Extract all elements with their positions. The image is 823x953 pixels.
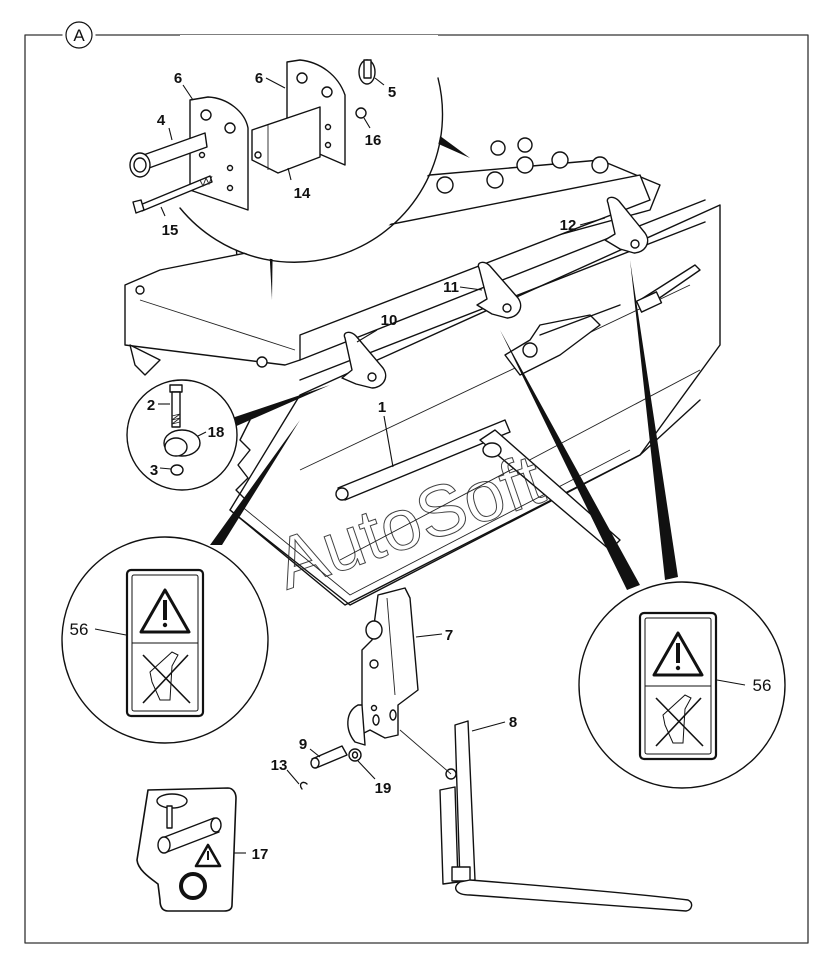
hook-12: [604, 196, 649, 254]
detail-circle-decal-left: 56: [61, 536, 269, 744]
decal-17: 17: [136, 787, 269, 912]
callout-10: 10: [381, 312, 398, 329]
callout-14: 14: [294, 185, 311, 202]
bolt-2: [169, 384, 183, 428]
bracket-14: [251, 106, 321, 174]
detail-circle-decal-right: 56: [578, 581, 786, 789]
fork-tine-8: [439, 720, 693, 912]
callout-7: 7: [445, 627, 453, 644]
callout-56-right: 56: [753, 676, 772, 695]
warning-decal-left: [125, 568, 205, 718]
callout-12: 12: [560, 217, 577, 234]
warning-decal-right: [638, 611, 718, 761]
callout-5: 5: [388, 84, 396, 101]
lynch-pin-5: [358, 59, 376, 85]
callout-18: 18: [208, 424, 225, 441]
exclamation-icon: [163, 600, 167, 620]
callout-8: 8: [509, 714, 517, 731]
callout-2: 2: [147, 397, 155, 414]
callout-11-label: 11: [443, 279, 459, 296]
fork-bracket-7: [354, 587, 419, 739]
callout-15: 15: [162, 222, 179, 239]
callout-6-left: 6: [174, 70, 182, 87]
main-callouts: 10 11 11 12 1: [356, 217, 606, 468]
collar-18: [163, 429, 201, 457]
no-riding-icon: [655, 694, 704, 747]
callout-16: 16: [365, 132, 382, 149]
callout-6-right: 6: [255, 70, 263, 87]
callout-19: 19: [375, 780, 392, 797]
ring-icon: [179, 872, 207, 900]
callout-17: 17: [252, 846, 269, 863]
clip-13: [299, 781, 308, 790]
detail-circle-left: 2 18 3: [126, 379, 238, 491]
nut-3: [170, 464, 184, 476]
pin-storage-decal: [136, 787, 237, 912]
hook-11: [476, 261, 522, 319]
nut-16: [355, 107, 367, 119]
callout-4: 4: [157, 112, 166, 129]
callout-1: 1: [378, 399, 386, 416]
no-riding-icon: [142, 651, 191, 704]
view-label: A: [73, 26, 85, 45]
plate-6-left: [189, 96, 249, 211]
view-label-circle: [65, 21, 93, 49]
callout-9: 9: [299, 736, 307, 753]
diagram-frame: A: [24, 21, 809, 944]
callout-3: 3: [150, 462, 158, 479]
exclamation-icon: [676, 643, 680, 663]
fork-exploded-view: 7 8 9 19 13 14 13: [271, 587, 693, 912]
callout-13-text: 13: [271, 757, 288, 774]
callout-56-left: 56: [70, 620, 89, 639]
detail-circle-top: 6 6 5 16 4 14 15: [129, 35, 444, 263]
